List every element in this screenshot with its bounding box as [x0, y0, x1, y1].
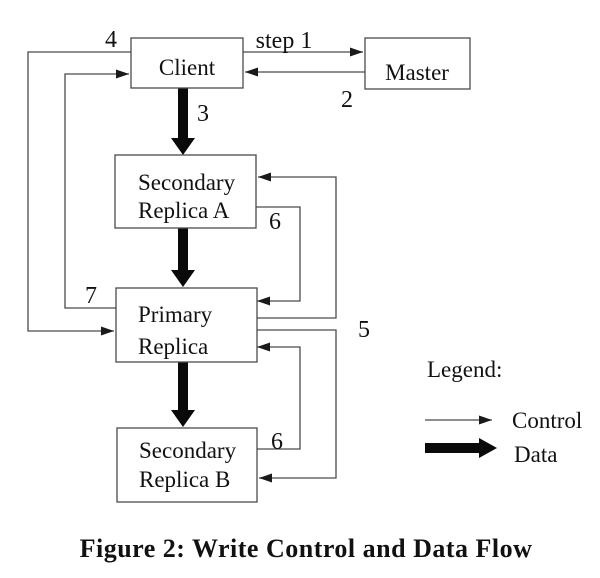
figure-caption: Figure 2: Write Control and Data Flow	[79, 534, 533, 563]
primary-replica-node: Primary Replica	[115, 287, 258, 363]
secondary-replica-a-box	[114, 154, 257, 229]
secondary-replica-b-box	[116, 427, 258, 503]
control-arrow-step6-secondary-b-to-primary	[257, 342, 301, 450]
master-box	[364, 37, 471, 90]
control-arrow-step5-primary-to-secondary-a	[256, 172, 337, 319]
client-label: Client	[159, 55, 216, 80]
client-node: Client	[130, 37, 244, 89]
primary-replica-label-line1: Primary	[138, 302, 213, 327]
data-arrow-primary-to-secondary-b	[171, 362, 195, 427]
primary-replica-box	[115, 287, 258, 363]
legend-data-label: Data	[514, 442, 557, 467]
step6-lower-label: 6	[271, 429, 283, 455]
secondary-replica-b-label-line1: Secondary	[139, 438, 237, 463]
control-arrow-step6-secondary-a-to-primary	[256, 206, 301, 306]
step4-label: 4	[105, 27, 117, 53]
control-arrow-step4-client-to-primary	[27, 51, 131, 336]
step2-label: 2	[341, 87, 353, 113]
data-arrow-client-to-secondary-a	[171, 88, 195, 155]
legend-data-arrow-icon	[425, 438, 497, 458]
legend-title: Legend:	[427, 357, 502, 382]
legend-control-label: Control	[512, 408, 582, 433]
secondary-replica-b-node: Secondary Replica B	[116, 427, 258, 503]
secondary-replica-a-label-line2: Replica A	[138, 198, 230, 223]
step3-label: 3	[197, 101, 209, 127]
secondary-replica-a-label-line1: Secondary	[138, 170, 236, 195]
master-label: Master	[385, 60, 449, 85]
data-arrow-secondary-a-to-primary	[171, 228, 195, 287]
client-box	[130, 37, 244, 89]
secondary-replica-b-label-line2: Replica B	[139, 467, 230, 492]
legend: Legend: Control Data	[425, 357, 582, 467]
step1-label: step 1	[256, 28, 313, 54]
control-arrow-step5-primary-to-secondary-b	[256, 329, 337, 483]
primary-replica-label-line2: Replica	[138, 334, 208, 359]
write-flow-diagram: Client Master Secondary Replica A Primar…	[27, 27, 582, 503]
step5-label: 5	[358, 317, 370, 343]
step7-label: 7	[85, 283, 97, 309]
master-node: Master	[364, 37, 471, 90]
secondary-replica-a-node: Secondary Replica A	[114, 154, 257, 229]
step6-upper-label: 6	[269, 209, 281, 235]
control-arrow-step7-primary-to-client	[64, 69, 129, 309]
